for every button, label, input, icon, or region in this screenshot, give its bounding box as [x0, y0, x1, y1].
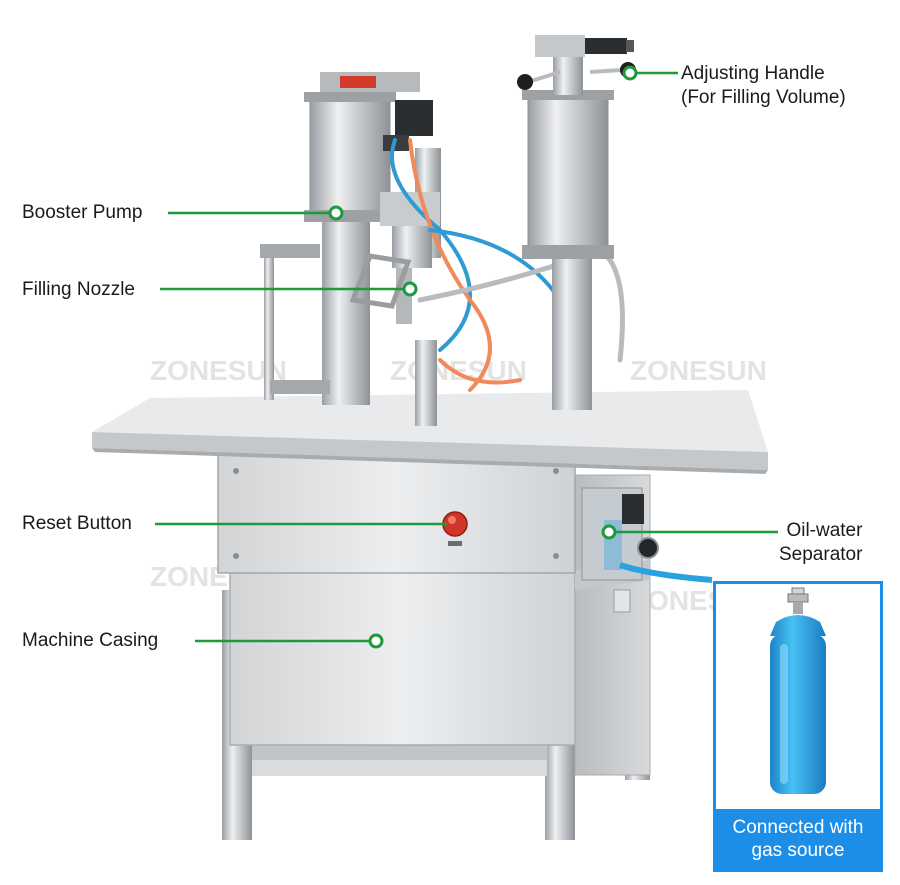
side-rod-left — [260, 244, 330, 400]
watermark-text: ZONESUN — [630, 355, 767, 386]
gas-source-caption: Connected with gas source — [716, 809, 880, 869]
callout-oil-water-separator: Oil-water Separator — [779, 519, 862, 567]
callout-dot — [622, 65, 638, 81]
gas-cylinder-icon — [770, 587, 826, 794]
callout-lines — [155, 71, 778, 643]
callout-booster-pump: Booster Pump — [22, 202, 143, 223]
callout-dot — [328, 205, 344, 221]
gas-caption-line-2: gas source — [751, 840, 845, 861]
callout-line-2: Separator — [779, 544, 863, 565]
machine-casing — [229, 474, 651, 776]
callout-dot — [368, 633, 384, 649]
callout-dot — [601, 524, 617, 540]
gas-caption-line-1: Connected with — [732, 817, 864, 838]
booster-pump — [304, 72, 433, 405]
callout-line-1: Oil-water — [786, 520, 863, 541]
callout-machine-casing: Machine Casing — [22, 630, 159, 651]
right-cylinder — [522, 35, 634, 410]
callout-filling-nozzle: Filling Nozzle — [22, 279, 135, 300]
supply-hose — [619, 562, 713, 583]
gas-source-panel: Connected with gas source — [713, 581, 883, 872]
callout-dot — [402, 281, 418, 297]
callout-reset-button: Reset Button — [22, 513, 132, 534]
callout-line-2: (For Filling Volume) — [681, 87, 846, 108]
control-panel — [217, 454, 576, 574]
callout-adjusting-handle: Adjusting Handle (For Filling Volume) — [681, 62, 846, 110]
callout-line-1: Adjusting Handle — [681, 63, 825, 84]
callout-markers — [328, 65, 638, 649]
